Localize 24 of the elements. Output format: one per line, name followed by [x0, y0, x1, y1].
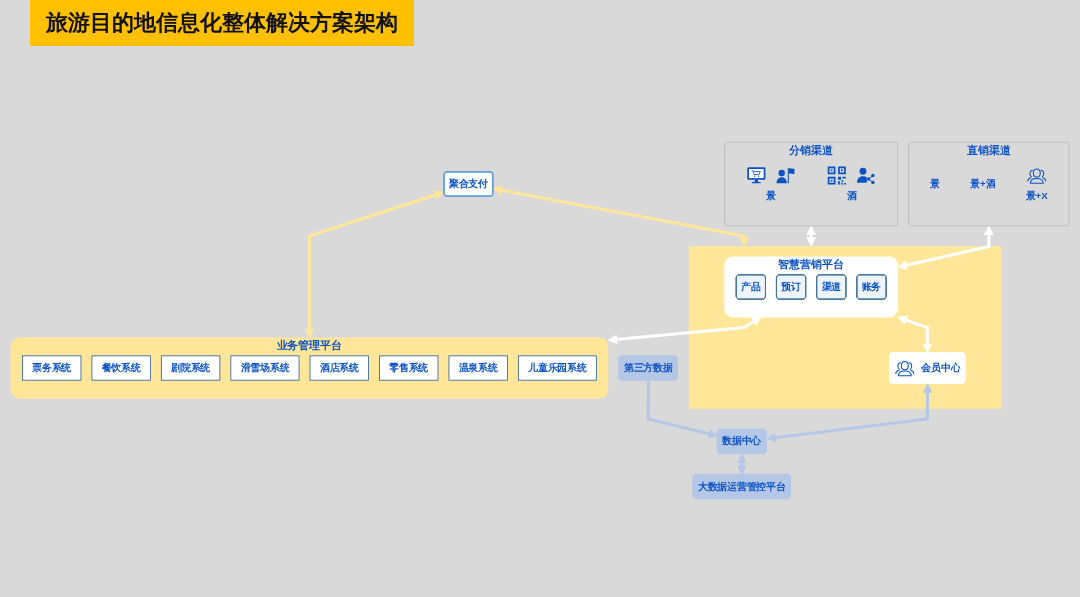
node-box: 票务系统	[22, 355, 82, 381]
node-text: 景	[929, 178, 940, 189]
node-box: 儿童乐园系统	[517, 355, 597, 381]
node-box: 温泉系统	[448, 355, 508, 381]
node-box: 剧院系统	[160, 355, 221, 381]
node-box: 餐饮系统	[91, 355, 151, 381]
arrow	[607, 316, 762, 345]
node-label: 酒	[846, 190, 857, 201]
arrow	[304, 190, 445, 339]
arrow	[492, 185, 750, 247]
node-box: 零售系统	[379, 355, 439, 381]
node-label: 景	[766, 190, 776, 201]
node-box: 酒店系统	[309, 355, 369, 381]
arrow	[765, 383, 933, 443]
diagram-title: 旅游目的地信息化整体解决方案架构	[30, 0, 414, 46]
node-box: 滑雪场系统	[230, 355, 300, 381]
node-label: 景+X	[1025, 190, 1048, 201]
arrow	[897, 315, 933, 354]
cluster	[688, 246, 1002, 409]
arrow	[897, 225, 994, 270]
arrow	[646, 380, 719, 439]
arrow	[806, 225, 817, 247]
node-text: 景+酒	[970, 178, 996, 189]
arrow	[736, 453, 747, 476]
